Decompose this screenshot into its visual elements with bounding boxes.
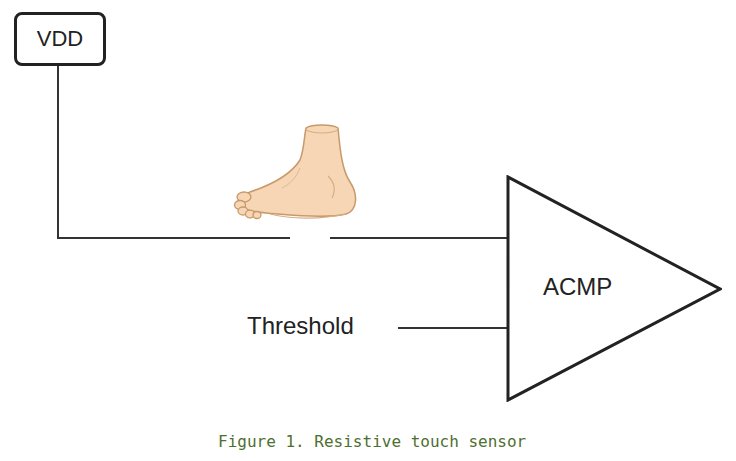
foot-illustration	[235, 125, 356, 219]
comparator-triangle: ACMP	[506, 175, 722, 402]
supply-label: VDD	[37, 26, 83, 52]
figure-caption: Figure 1. Resistive touch sensor	[218, 432, 526, 451]
threshold-wire	[398, 327, 508, 329]
signal-label: Threshold	[247, 312, 354, 340]
supply-box: VDD	[14, 12, 106, 66]
comparator-label: ACMP	[543, 273, 612, 301]
triangle-outline	[506, 175, 722, 402]
touch-wire	[58, 66, 508, 238]
